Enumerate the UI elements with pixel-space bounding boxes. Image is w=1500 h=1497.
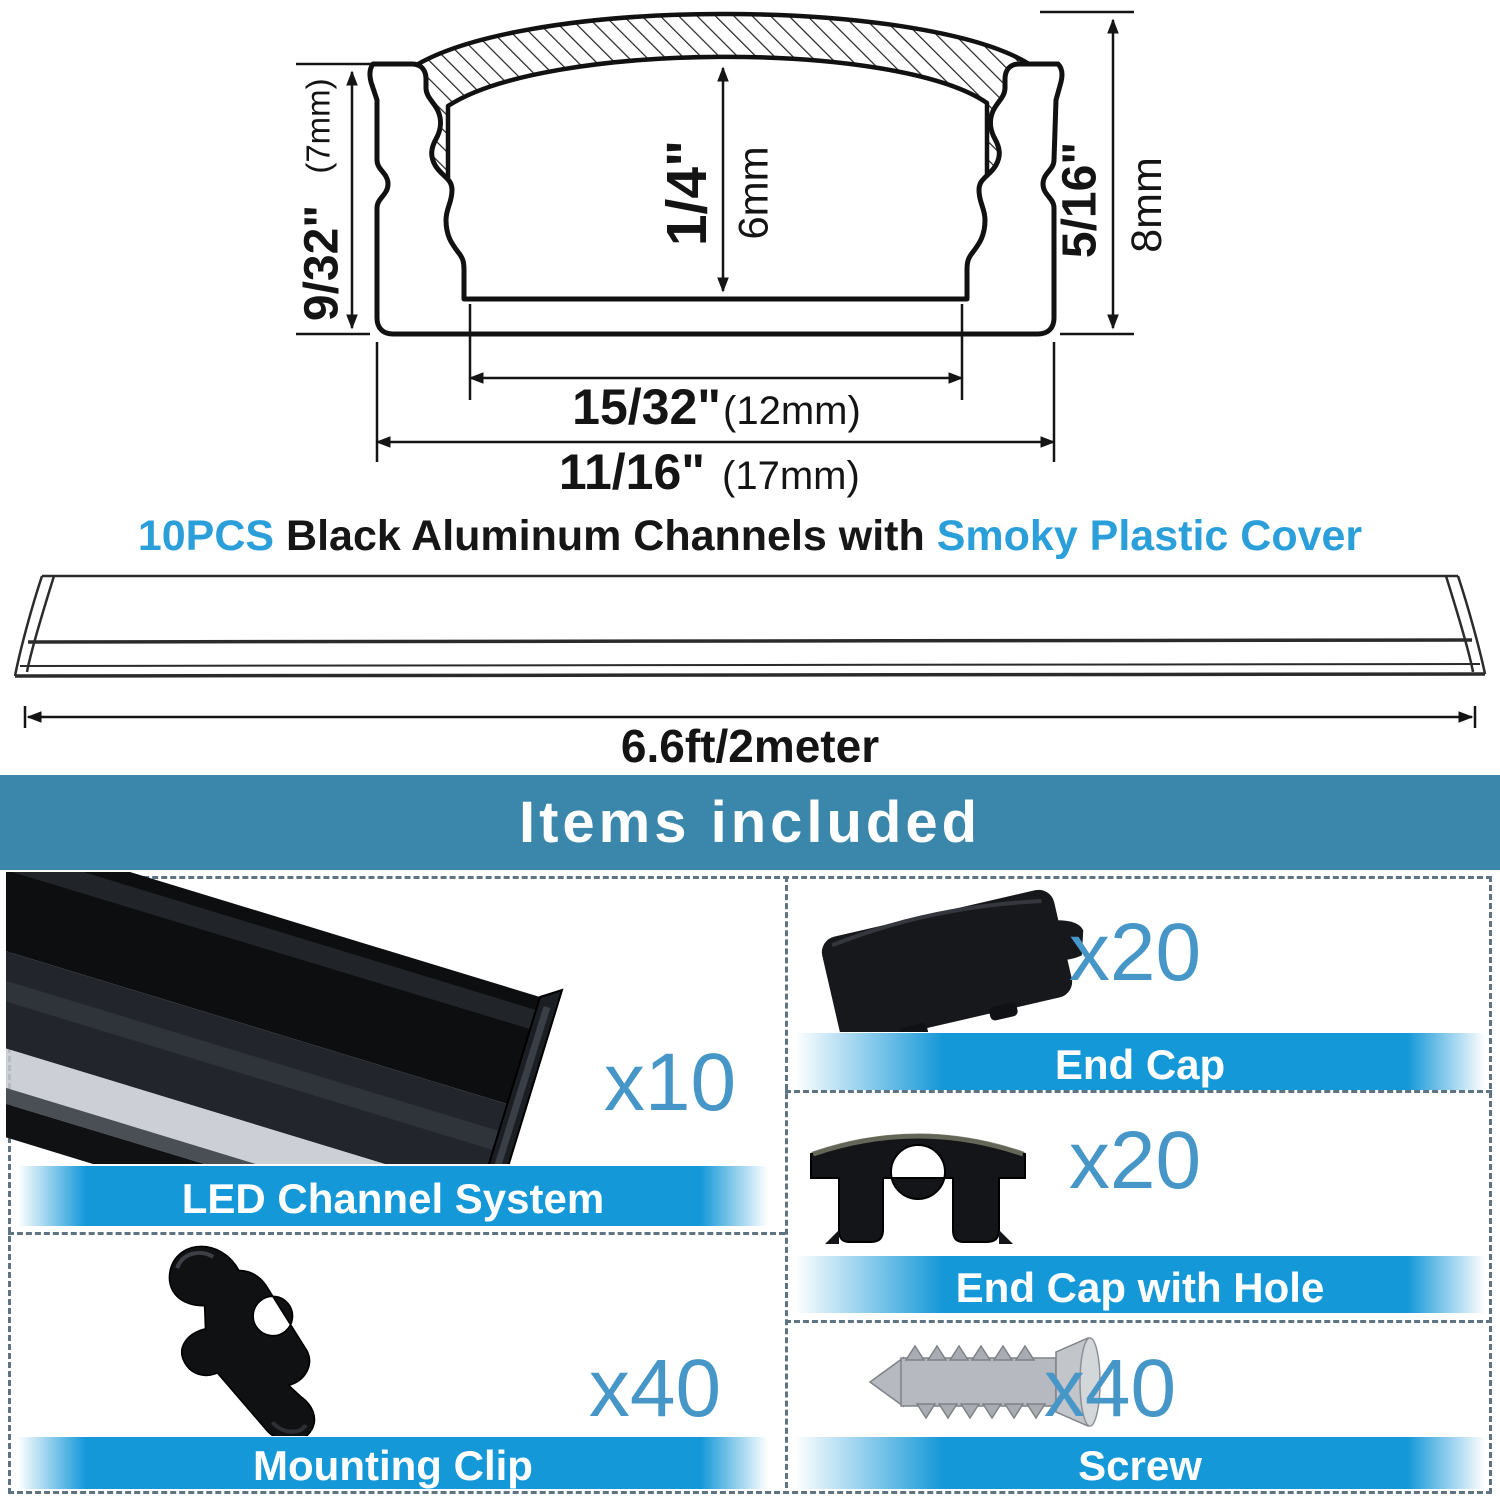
items-grid-divider-left xyxy=(8,1232,785,1235)
items-included-header: Items included xyxy=(0,775,1500,870)
cover-cross-section xyxy=(400,11,1038,218)
bar-left-bevel xyxy=(13,575,56,677)
dim-inner-height-primary: 1/4" xyxy=(655,140,719,246)
bar-length-dimension xyxy=(23,706,1477,728)
label-text: LED Channel System xyxy=(181,1174,605,1222)
end-cap-with-hole-photo xyxy=(810,1133,1026,1244)
dim-left-primary: 9/32" xyxy=(296,205,349,321)
label-end-cap-with-hole: End Cap with Hole xyxy=(788,1256,1492,1313)
led-channel-photo xyxy=(6,872,564,1164)
dim-inner-width-secondary: (12mm) xyxy=(723,389,861,433)
label-text: Mounting Clip xyxy=(253,1441,533,1489)
dim-outer-width-secondary: (17mm) xyxy=(722,454,860,498)
bar-lower-line xyxy=(19,663,1481,667)
label-end-cap: End Cap xyxy=(788,1033,1492,1090)
count-led-channel: x10 xyxy=(603,1037,737,1128)
count-end-cap: x20 xyxy=(1068,907,1202,998)
dimension-arrows xyxy=(346,18,1119,448)
count-mounting-clip: x40 xyxy=(588,1343,722,1434)
dim-right-secondary: 8mm xyxy=(1123,157,1171,253)
title-highlight: Smoky Plastic Cover xyxy=(936,512,1363,560)
bar-seam-line xyxy=(27,638,1473,644)
bar-length-label: 6.6ft/2meter xyxy=(621,720,879,772)
label-mounting-clip: Mounting Clip xyxy=(18,1437,768,1489)
bar-right-bevel xyxy=(1444,575,1487,675)
dim-left-secondary: (7mm) xyxy=(300,78,337,173)
label-text: End Cap xyxy=(1054,1041,1226,1089)
dim-outer-width-primary: 11/16" xyxy=(559,444,705,500)
channel-cross-section xyxy=(367,61,1065,337)
product-title: 10PCS Black Aluminum Channels with Smoky… xyxy=(0,512,1500,564)
label-text: End Cap with Hole xyxy=(955,1264,1325,1312)
title-count: 10PCS xyxy=(137,512,275,560)
channel-bar-drawing: 6.6ft/2meter xyxy=(13,574,1487,772)
count-end-cap-with-hole: x20 xyxy=(1068,1115,1202,1206)
title-middle: Black Aluminum Channels with xyxy=(274,512,937,560)
items-grid-divider-right-2 xyxy=(785,1320,1492,1323)
screw-photo xyxy=(868,1336,1101,1428)
label-text: Screw xyxy=(1078,1441,1202,1489)
dim-inner-height-secondary: 6mm xyxy=(730,146,777,239)
cross-section-diagram: 9/32" (7mm) 1/4" 6mm 5/16" 8mm 15/32" (1… xyxy=(296,10,1171,500)
dim-right-primary: 5/16" xyxy=(1054,142,1107,258)
count-screw: x40 xyxy=(1043,1343,1177,1434)
mounting-clip-photo xyxy=(168,1245,316,1436)
label-led-channel-system: LED Channel System xyxy=(18,1166,768,1226)
bar-bottom-edge xyxy=(14,672,1486,678)
end-cap-photo xyxy=(821,889,1084,1032)
dim-inner-width-primary: 15/32" xyxy=(572,379,721,435)
label-screw: Screw xyxy=(788,1437,1492,1489)
